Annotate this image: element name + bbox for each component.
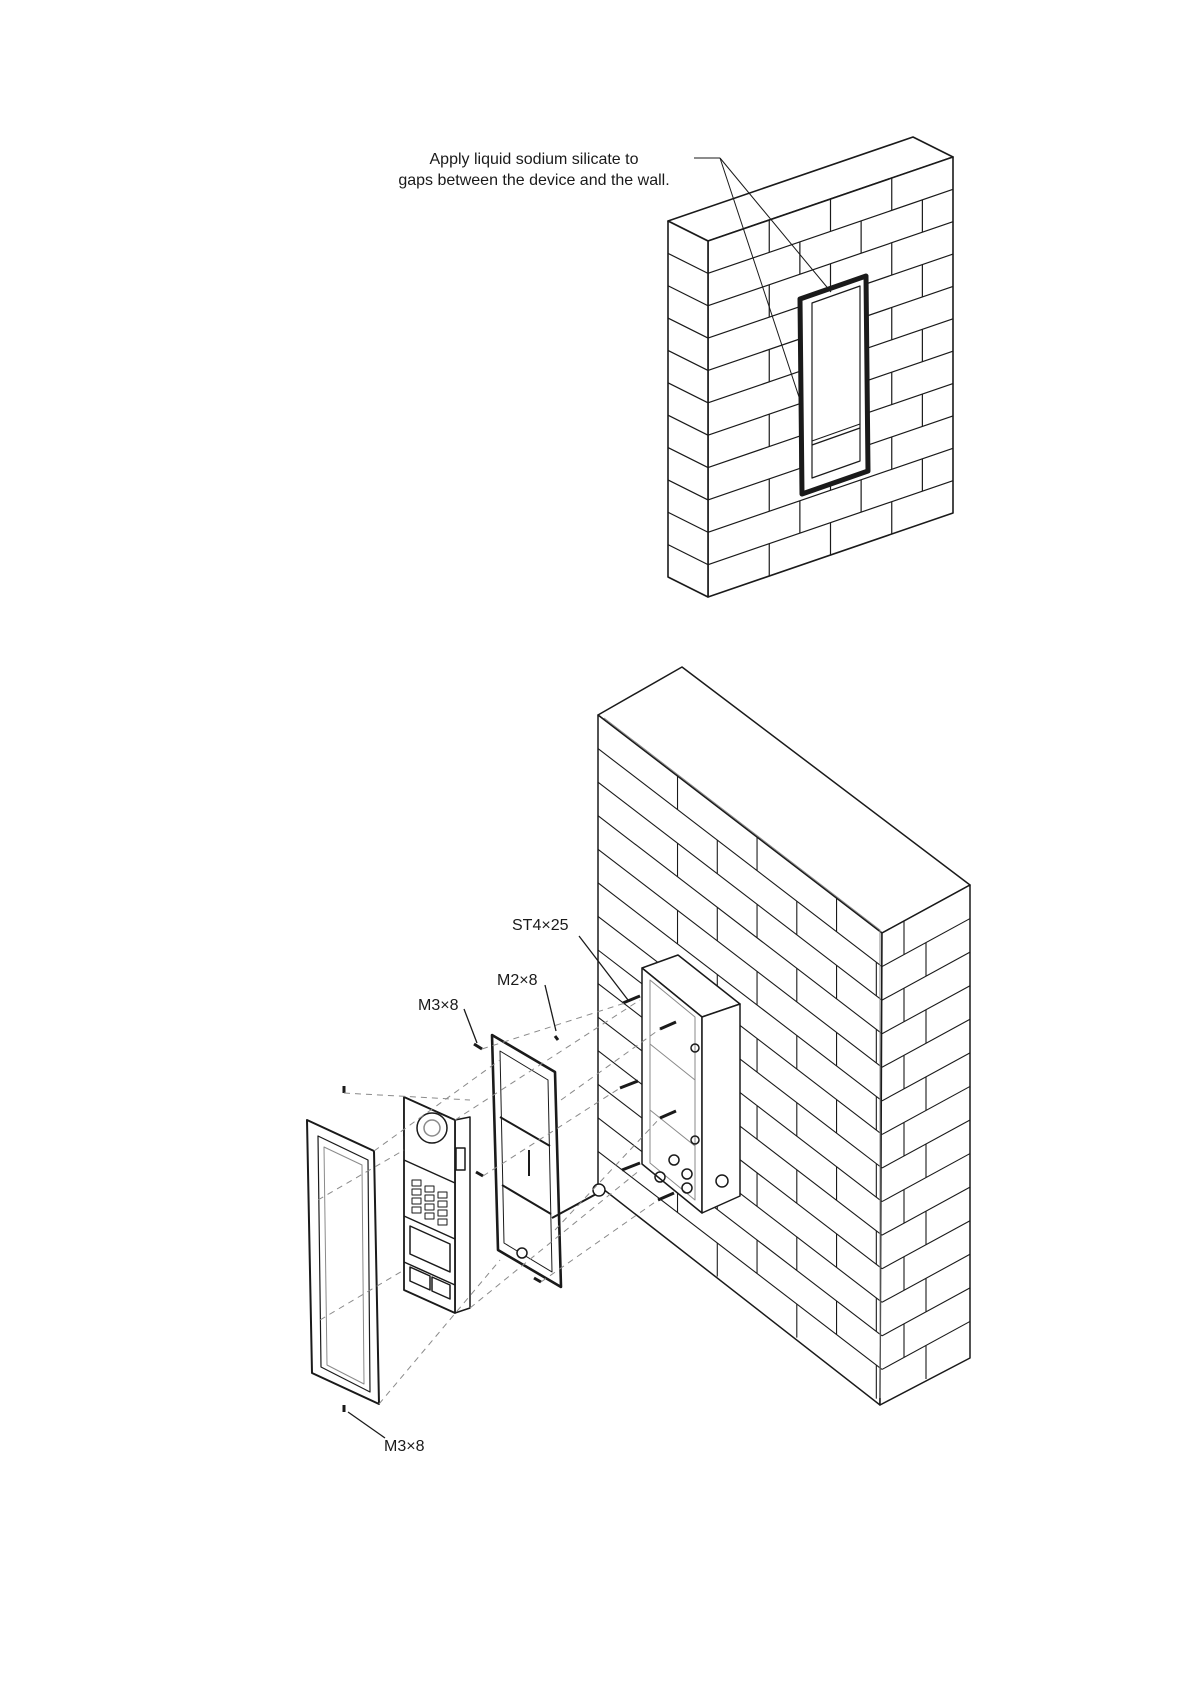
label-leader-lines [348, 936, 628, 1438]
label-m2x8: M2×8 [497, 970, 537, 991]
keypad-key [412, 1198, 421, 1204]
keypad-key [425, 1195, 434, 1201]
keypad-key [425, 1204, 434, 1210]
keypad-key [412, 1180, 421, 1186]
keypad-key [412, 1189, 421, 1195]
label-st4x25: ST4×25 [512, 915, 568, 936]
keypad-key [425, 1213, 434, 1219]
front-cover [307, 1120, 379, 1404]
keypad-key [412, 1207, 421, 1213]
back-box [642, 955, 740, 1213]
label-m3x8-bottom: M3×8 [384, 1436, 424, 1457]
keypad-key [438, 1192, 447, 1198]
door-station-module [404, 1097, 470, 1313]
keypad-key [438, 1201, 447, 1207]
label-m3x8-top: M3×8 [418, 995, 458, 1016]
keypad-key [425, 1186, 434, 1192]
keypad-key [438, 1219, 447, 1225]
keypad-key [438, 1210, 447, 1216]
